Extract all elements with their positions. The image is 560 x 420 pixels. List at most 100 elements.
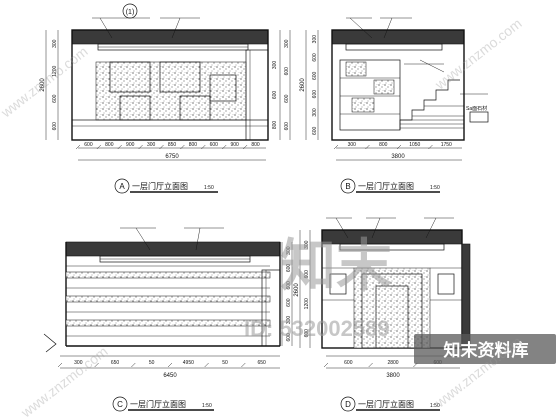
elevation-b-dim-tick-2 <box>396 144 402 150</box>
elevation-a-scale: 1:50 <box>204 185 214 191</box>
watermark-id: ID: 532002589 <box>244 316 390 341</box>
elevation-c-dim-tick-0 <box>57 362 63 368</box>
elevation-c-right-dim-1: 600 <box>286 264 292 273</box>
elevation-a-dim-7: 900 <box>230 142 239 148</box>
elevation-c-dim-tick-2 <box>131 362 136 368</box>
elevation-a-overall: 6750 <box>165 154 179 160</box>
elevation-b-overall: 3800 <box>391 154 405 160</box>
elevation-c-scale: 1:50 <box>202 403 212 409</box>
elevation-d-dim-tick-1 <box>368 362 373 368</box>
elevation-c-dim-0: 300 <box>74 360 83 366</box>
elevation-b-scale: 1:50 <box>430 185 440 191</box>
elevation-b-height: 2600 <box>300 78 306 92</box>
elevation-a-left-dim-2: 600 <box>52 94 58 103</box>
elevation-c-overall: 6450 <box>163 373 177 379</box>
elevation-a-dim-tick-8 <box>242 144 248 150</box>
elevation-a-dim-3: 300 <box>147 142 156 148</box>
elevation-c-dim-4: 50 <box>222 360 228 366</box>
elevation-c-dim-2: 50 <box>149 360 155 366</box>
elevation-a: (1) 600 800 900 300 850 800 600 900 800 6750 300… <box>40 3 291 194</box>
elevation-a-left-dims: 300 1200 600 600 <box>52 39 58 130</box>
elevation-a-inner-dim-2: 800 <box>272 121 278 130</box>
elevation-c-dim-tick-3 <box>167 362 173 368</box>
elevation-c-right-dim-3: 600 <box>286 298 292 307</box>
elevation-c-right-dim-2: 600 <box>286 281 292 290</box>
elevation-b-left-dim-0: 300 <box>312 35 318 44</box>
elevation-d-left-dim-3: 600 <box>304 329 310 338</box>
elevation-a-right-dim-2: 600 <box>284 94 290 103</box>
elevation-a-letter: A <box>119 182 125 191</box>
elevation-c-right-dim-0: 300 <box>286 246 292 255</box>
elevation-b-left-dim-4: 300 <box>312 108 318 117</box>
elevation-a-dim-tick-0 <box>75 144 81 150</box>
elevation-b-dim-tick-1 <box>365 144 370 150</box>
elevation-c-dim-tick-4 <box>204 362 209 368</box>
elevation-b-left-dim-3: 600 <box>312 90 318 99</box>
elevation-c-right-dims: 300 600 600 600 300 600 <box>286 246 292 341</box>
elevation-d-scale: 1:50 <box>430 403 440 409</box>
elevation-a-title: 一层门厅立面图 <box>132 181 188 191</box>
elevation-b-left-dim-5: 600 <box>312 126 318 135</box>
elevation-d-left-dim-1: 600 <box>304 270 310 279</box>
elevation-b-letter: B <box>345 182 350 191</box>
elevation-c-letter: C <box>117 400 123 409</box>
elevation-d-left-dims: 300 600 1200 600 <box>304 240 310 337</box>
watermark-url-2: www.znzmo.com <box>431 15 524 93</box>
watermark-brand: 知末资料库 <box>443 340 529 360</box>
elevation-a-dim-tick-2 <box>117 144 122 150</box>
watermark: 知末 ID: 532002589 知末资料库 www.znzmo.com www… <box>0 15 556 420</box>
watermark-url-3: www.znzmo.com <box>17 343 110 420</box>
elevation-a-dim-6: 600 <box>210 142 219 148</box>
elevation-b-dim-1: 800 <box>379 142 388 148</box>
elevation-b-dim-tick-0 <box>333 144 339 150</box>
elevation-d-dim-0: 600 <box>344 360 353 366</box>
elevation-c-dim-tick-1 <box>94 362 99 368</box>
elevation-a-inner-dim-0: 300 <box>272 61 278 70</box>
elevation-a-height: 2600 <box>40 78 46 92</box>
elevation-d-left-dim-0: 300 <box>304 240 310 249</box>
elevation-a-dim-tick-3 <box>138 144 143 150</box>
elevation-c-right-dim-4: 300 <box>286 316 292 325</box>
elevation-a-index: (1) <box>126 9 135 16</box>
elevation-a-dim-tick-1 <box>96 144 102 150</box>
elevation-a-dim-2: 900 <box>126 142 135 148</box>
elevation-c-right-dim-5: 600 <box>286 333 292 342</box>
elevation-b-callout: Sa面石材 <box>466 105 487 112</box>
elevation-d-left-dim-2: 1200 <box>304 298 310 309</box>
elevation-a-dim-tick-5 <box>180 144 185 150</box>
elevation-b-dim-tick-3 <box>428 144 433 150</box>
elevation-a-dim-tick-4 <box>159 144 164 150</box>
elevation-b-bottom-dims: 300 800 1050 1750 <box>333 142 452 150</box>
elevation-a-dim-0: 600 <box>84 142 93 148</box>
elevation-a-dim-1: 800 <box>105 142 114 148</box>
watermark-logo: 知末 <box>280 234 392 297</box>
elevation-a-dim-5: 800 <box>189 142 198 148</box>
elevation-b-dim-3: 1750 <box>441 142 452 148</box>
elevation-a-left-dim-0: 300 <box>52 39 58 48</box>
elevation-a-left-dim-1: 1200 <box>52 65 58 76</box>
elevation-b-left-dim-1: 600 <box>312 53 318 62</box>
elevation-a-left-dim-3: 600 <box>52 122 58 131</box>
elevation-b-dim-2: 1050 <box>409 142 420 148</box>
elevation-a-inner-dim-1: 600 <box>272 91 278 100</box>
watermark-brand-plate <box>414 334 556 364</box>
elevation-a-dim-tick-6 <box>201 144 206 150</box>
elevation-c-dim-5: 650 <box>257 360 266 366</box>
elevation-c-dim-1: 650 <box>111 360 120 366</box>
elevation-b-left-dims: 300 600 600 600 300 600 <box>312 35 318 135</box>
elevation-b-title: 一层门厅立面图 <box>358 181 414 191</box>
elevation-d-dim-1: 2800 <box>387 360 398 366</box>
elevation-d-dim-tick-0 <box>323 362 329 368</box>
elevation-a-dim-tick-7 <box>222 144 227 150</box>
elevation-a-right-dim-0: 300 <box>284 39 290 48</box>
elevation-c-title: 一层门厅立面图 <box>130 399 186 409</box>
elevation-b-left-dim-2: 600 <box>312 71 318 80</box>
elevation-a-dim-4: 850 <box>168 142 177 148</box>
elevation-b-dim-0: 300 <box>348 142 357 148</box>
